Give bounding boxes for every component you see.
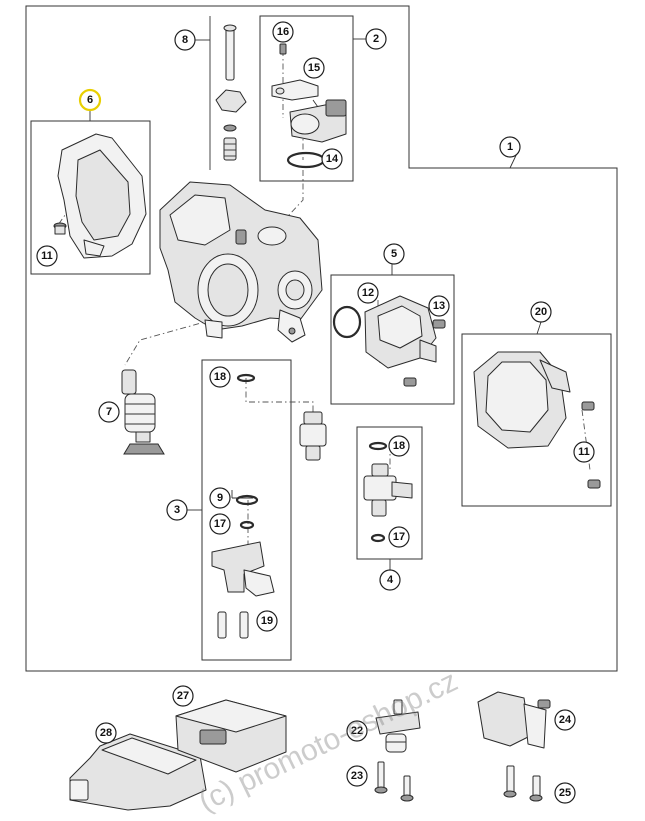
callout-18-rail[interactable]: 18 — [209, 366, 231, 388]
callout-2[interactable]: 2 — [365, 28, 387, 50]
svg-text:7: 7 — [106, 406, 112, 418]
callout-19[interactable]: 19 — [256, 610, 278, 632]
svg-text:13: 13 — [433, 300, 445, 312]
svg-text:18: 18 — [393, 440, 405, 452]
callout-6[interactable]: 6 — [78, 88, 102, 112]
callout-17-injector[interactable]: 17 — [388, 526, 410, 548]
svg-text:25: 25 — [559, 787, 571, 799]
throttle-sensor-5-parts — [332, 295, 446, 387]
svg-text:23: 23 — [351, 770, 363, 782]
svg-text:17: 17 — [214, 518, 226, 530]
callout-9[interactable]: 9 — [209, 487, 231, 509]
callout-22[interactable]: 22 — [346, 720, 368, 742]
svg-text:5: 5 — [391, 248, 397, 260]
throttle-cover — [57, 133, 147, 259]
svg-text:19: 19 — [261, 615, 273, 627]
control-unit-27 — [175, 699, 287, 773]
svg-text:12: 12 — [362, 287, 374, 299]
screws-25 — [503, 765, 543, 802]
svg-text:24: 24 — [559, 714, 572, 726]
svg-text:20: 20 — [535, 306, 547, 318]
main-assembly-frame — [25, 5, 618, 672]
screws-23 — [374, 761, 414, 802]
sensor-22 — [375, 699, 421, 753]
control-unit-28 — [69, 733, 207, 811]
sensor-group-2-parts — [271, 43, 347, 169]
injector-7 — [121, 369, 165, 455]
callout-4[interactable]: 4 — [379, 569, 401, 591]
svg-text:2: 2 — [373, 33, 379, 45]
svg-text:27: 27 — [177, 690, 189, 702]
box-sensor-20 — [461, 333, 612, 507]
callout-16[interactable]: 16 — [272, 21, 294, 43]
svg-text:15: 15 — [308, 62, 320, 74]
svg-text:28: 28 — [100, 727, 112, 739]
callout-27[interactable]: 27 — [172, 685, 194, 707]
callout-23[interactable]: 23 — [346, 765, 368, 787]
svg-text:16: 16 — [277, 26, 289, 38]
svg-text:8: 8 — [182, 34, 188, 46]
callout-18-injector[interactable]: 18 — [388, 435, 410, 457]
callout-1[interactable]: 1 — [499, 136, 521, 158]
box-sensor-group-2 — [259, 15, 354, 182]
sensor-24 — [477, 691, 551, 749]
callout-13[interactable]: 13 — [428, 295, 450, 317]
svg-text:22: 22 — [351, 725, 363, 737]
svg-text:9: 9 — [217, 492, 223, 504]
injector-rail-3-parts — [211, 373, 327, 639]
svg-text:17: 17 — [393, 531, 405, 543]
callout-12[interactable]: 12 — [357, 282, 379, 304]
callout-11-cover[interactable]: 11 — [36, 245, 58, 267]
callout-5[interactable]: 5 — [383, 243, 405, 265]
box-throttle-cover — [30, 120, 151, 275]
callout-24[interactable]: 24 — [554, 709, 576, 731]
callout-7[interactable]: 7 — [98, 401, 120, 423]
callout-8[interactable]: 8 — [174, 29, 196, 51]
svg-text:3: 3 — [174, 504, 180, 516]
throttle-body — [159, 181, 323, 343]
svg-text:18: 18 — [214, 371, 226, 383]
svg-text:1: 1 — [507, 141, 513, 153]
callout-28[interactable]: 28 — [95, 722, 117, 744]
callout-11-sensor[interactable]: 11 — [573, 441, 595, 463]
box-throttle-sensor-5 — [330, 274, 455, 405]
svg-text:11: 11 — [578, 446, 590, 458]
cover-screw — [53, 222, 67, 235]
svg-text:11: 11 — [41, 250, 53, 262]
callout-25[interactable]: 25 — [554, 782, 576, 804]
svg-text:6: 6 — [87, 94, 93, 106]
callout-15[interactable]: 15 — [303, 57, 325, 79]
bolt-stack — [215, 24, 247, 161]
callout-17-rail[interactable]: 17 — [209, 513, 231, 535]
svg-text:4: 4 — [387, 574, 394, 586]
callout-20[interactable]: 20 — [530, 301, 552, 323]
callout-14[interactable]: 14 — [321, 148, 343, 170]
svg-text:14: 14 — [326, 153, 339, 165]
box-injector-4 — [356, 426, 423, 560]
sensor-20 — [473, 351, 601, 489]
injector-4-parts — [363, 441, 413, 543]
callout-3[interactable]: 3 — [166, 499, 188, 521]
